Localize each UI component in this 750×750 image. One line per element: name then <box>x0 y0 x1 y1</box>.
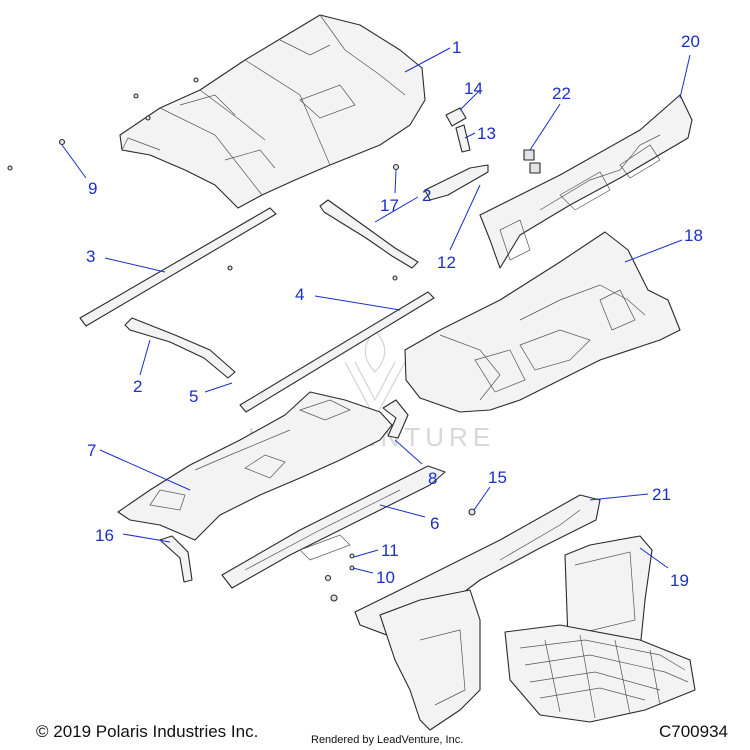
callout-11: 11 <box>381 541 399 560</box>
part-bracket-8 <box>382 399 409 439</box>
callout-20: 20 <box>681 32 700 51</box>
callout-18: 18 <box>684 226 703 245</box>
callout-labels: 1 2 2 3 4 5 6 7 8 9 10 11 12 13 14 15 16… <box>86 32 703 590</box>
copyright-text: © 2019 Polaris Industries Inc. <box>36 722 259 741</box>
part-trim-strip-3 <box>79 207 277 327</box>
callout-8: 8 <box>428 469 437 488</box>
part-floor-tub <box>404 231 681 413</box>
part-rear-view-mirror <box>424 107 489 201</box>
part-roof <box>119 14 426 209</box>
callout-6: 6 <box>430 514 439 533</box>
part-headliner-panel <box>117 391 393 541</box>
callout-13: 13 <box>477 124 496 143</box>
part-roof-rail-lower <box>124 317 236 379</box>
part-trim-strip-4 <box>239 291 435 413</box>
callout-16: 16 <box>95 526 114 545</box>
callout-2-lower: 2 <box>133 377 142 396</box>
callout-15: 15 <box>488 468 507 487</box>
part-bracket-16 <box>159 535 193 583</box>
part-roof-rail-upper <box>319 199 419 269</box>
fastener-screws <box>7 77 476 602</box>
part-panel-6 <box>221 465 446 589</box>
callout-3: 3 <box>86 247 95 266</box>
part-rear-frame <box>354 494 601 731</box>
rendered-by-text: Rendered by LeadVenture, Inc. <box>311 734 464 746</box>
part-clips-22 <box>523 149 541 174</box>
callout-22: 22 <box>552 84 571 103</box>
callout-5: 5 <box>189 387 198 406</box>
part-dash-frame <box>479 94 693 269</box>
document-id: C700934 <box>658 722 728 741</box>
callout-14: 14 <box>464 79 483 98</box>
callout-19: 19 <box>670 571 689 590</box>
callout-4: 4 <box>295 285 304 304</box>
callout-2-upper: 2 <box>422 186 431 205</box>
callout-9: 9 <box>88 179 97 198</box>
leader-lines <box>61 47 691 574</box>
part-floor-grate <box>504 624 696 723</box>
callout-17: 17 <box>380 196 399 215</box>
callout-12: 12 <box>437 253 456 272</box>
callout-7: 7 <box>87 441 96 460</box>
callout-10: 10 <box>376 568 395 587</box>
callout-21: 21 <box>652 485 671 504</box>
callout-1: 1 <box>452 38 461 57</box>
